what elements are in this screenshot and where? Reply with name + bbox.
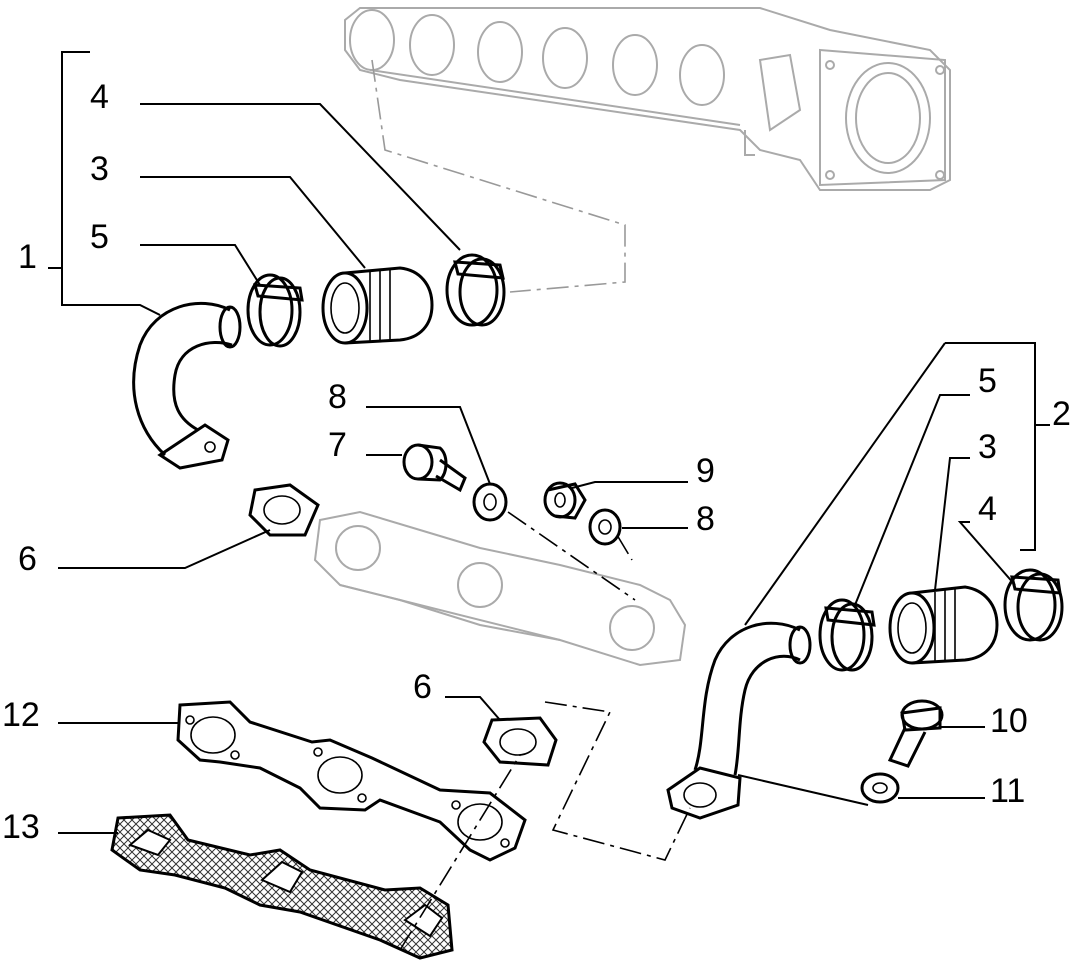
leader-4-left xyxy=(140,103,461,251)
leader-2-pipe xyxy=(744,342,946,626)
right-pipe-bend xyxy=(666,621,812,820)
gasket-6-left xyxy=(248,483,320,537)
callout-3-left: 3 xyxy=(90,150,109,188)
bracket-1 xyxy=(61,51,161,316)
nut-9 xyxy=(543,481,587,520)
leader-6-lower xyxy=(445,696,501,721)
callout-6-left: 6 xyxy=(18,540,37,578)
bolt-10 xyxy=(887,699,944,768)
sleeve-left xyxy=(321,266,434,345)
callout-6-lower: 6 xyxy=(413,668,432,706)
bracket-2 xyxy=(945,342,1036,551)
callout-1: 1 xyxy=(18,238,37,276)
left-pipe-bend xyxy=(132,302,242,470)
clamp-left-large xyxy=(445,253,506,327)
washer-11 xyxy=(860,772,900,804)
alignment-line-bolt xyxy=(737,774,869,806)
callout-8-left: 8 xyxy=(328,378,347,416)
alignment-line-washer xyxy=(616,534,633,561)
alignment-line-manifold xyxy=(371,59,626,293)
flange-plate-12 xyxy=(176,700,527,862)
leader-6-left xyxy=(58,529,271,569)
clamp-right-small xyxy=(818,598,876,672)
callout-4-right: 4 xyxy=(978,490,997,528)
alignment-line-bracket xyxy=(544,701,691,861)
clamp-right-large xyxy=(1003,568,1064,642)
clamp-left-small xyxy=(246,273,304,348)
bolt-7 xyxy=(402,443,467,493)
alignment-line-gasket xyxy=(399,754,521,951)
washer-8-left xyxy=(472,482,508,522)
callout-7: 7 xyxy=(328,426,347,464)
sleeve-right xyxy=(888,585,999,665)
leader-5-right xyxy=(854,394,970,606)
leader-3-left xyxy=(140,176,366,269)
leader-8-left xyxy=(366,406,491,485)
washer-8-right xyxy=(588,508,622,546)
callout-2: 2 xyxy=(1052,395,1071,433)
hatched-gasket-13 xyxy=(110,813,454,960)
alignment-line-fasteners xyxy=(507,511,636,601)
intake-manifold-ghost xyxy=(344,7,951,191)
leader-5-left xyxy=(140,244,261,286)
callout-5-right: 5 xyxy=(978,362,997,400)
exhaust-manifold-ghost xyxy=(313,510,687,667)
callout-5-left: 5 xyxy=(90,218,109,256)
callout-13: 13 xyxy=(2,808,40,846)
callout-11: 11 xyxy=(990,772,1025,810)
callout-3-right: 3 xyxy=(978,428,997,466)
callout-12: 12 xyxy=(2,696,40,734)
leader-9 xyxy=(571,481,688,489)
leader-3-right xyxy=(934,457,970,591)
callout-8-right: 8 xyxy=(696,500,715,538)
callout-10: 10 xyxy=(990,702,1028,740)
leader-4-right xyxy=(957,521,1016,586)
callout-9: 9 xyxy=(696,452,715,490)
callout-4-left: 4 xyxy=(90,78,109,116)
gasket-6-lower xyxy=(482,716,558,767)
